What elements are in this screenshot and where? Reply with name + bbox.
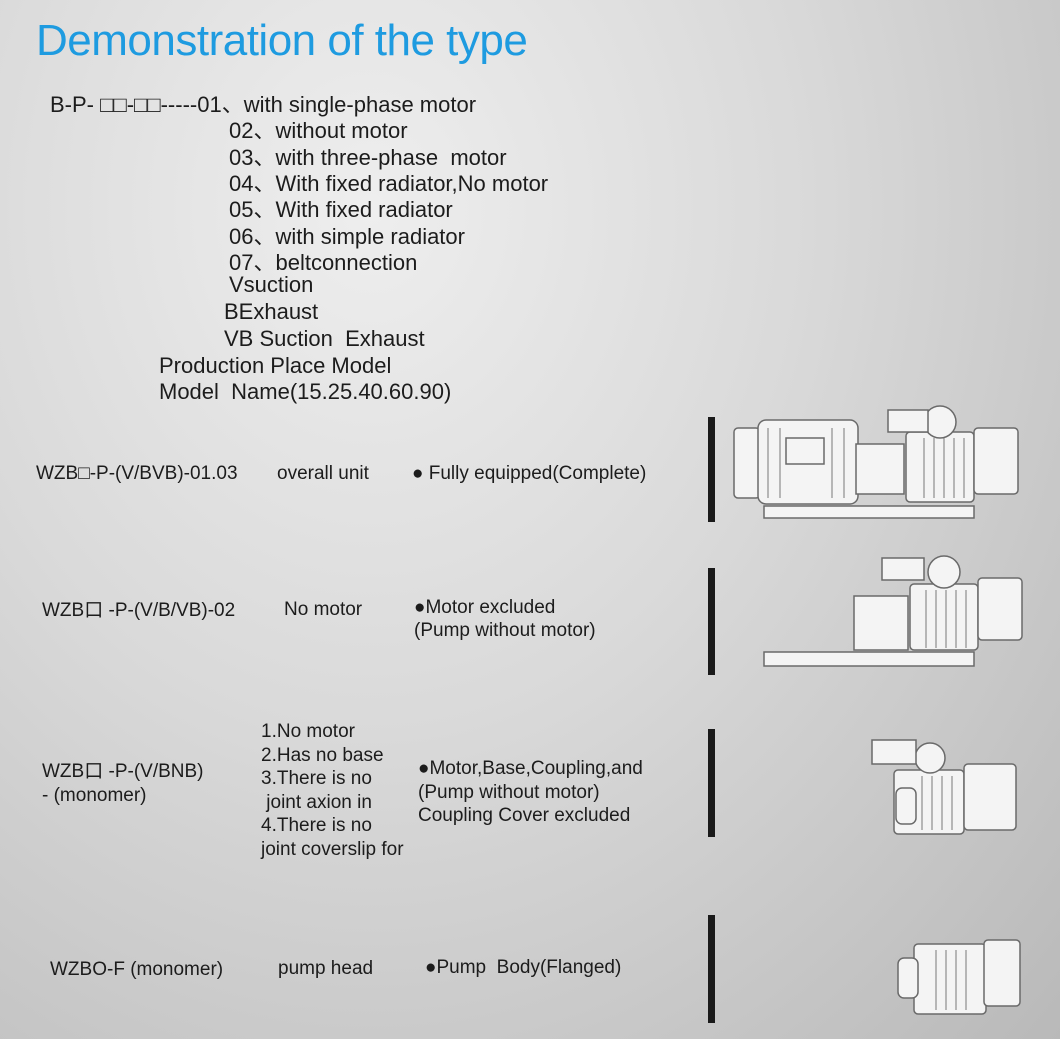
pump-without-motor-image	[760, 548, 1030, 673]
code-option-03: 03、with three-phase motor	[229, 145, 507, 170]
code-prefix-line: B-P- □□-□□-----01、with single-phase moto…	[50, 92, 477, 117]
row-divider-bar	[708, 417, 715, 522]
page-title: Demonstration of the type	[36, 16, 528, 65]
type-model: WZB口 -P-(V/BNB) - (monomer)	[42, 761, 204, 806]
type-kind: overall unit	[277, 463, 369, 484]
row-divider-bar	[708, 729, 715, 837]
code-option-06: 06、with simple radiator	[229, 224, 465, 249]
model-code-legend: B-P- □□-□□-----01、with single-phase moto…	[0, 0, 700, 420]
type-model: WZB口 -P-(V/B/VB)-02	[42, 600, 236, 621]
code-option-02: 02、without motor	[229, 118, 408, 143]
row-divider-bar	[708, 915, 715, 1023]
type-kind: 1.No motor 2.Has no base 3.There is no j…	[261, 721, 404, 860]
row-divider-bar	[708, 568, 715, 675]
type-model: WZBO-F (monomer)	[50, 959, 224, 980]
pump-head-image	[890, 930, 1030, 1022]
code-option-04: 04、With fixed radiator,No motor	[229, 171, 549, 196]
code-option-05: 05、With fixed radiator	[229, 197, 453, 222]
code-model-name: Model Name(15.25.40.60.90)	[159, 379, 452, 404]
type-description: ● Fully equipped(Complete)	[412, 463, 647, 484]
code-vsuction: Vsuction	[229, 272, 314, 297]
pump-monomer-image	[860, 722, 1030, 838]
type-kind: pump head	[278, 958, 374, 979]
pump-complete-unit-image	[728, 398, 1028, 520]
type-description: ●Motor,Base,Coupling,and (Pump without m…	[418, 758, 643, 826]
code-vb: VB Suction Exhaust	[224, 326, 425, 351]
type-description: ●Pump Body(Flanged)	[425, 957, 622, 978]
code-bexhaust: BExhaust	[224, 299, 319, 324]
type-model: WZB□-P-(V/BVB)-01.03	[36, 463, 238, 484]
type-kind: No motor	[284, 599, 363, 620]
code-option-07: 07、beltconnection	[229, 250, 418, 275]
type-description: ●Motor excluded (Pump without motor)	[414, 597, 596, 641]
code-production-place: Production Place Model	[159, 353, 392, 378]
